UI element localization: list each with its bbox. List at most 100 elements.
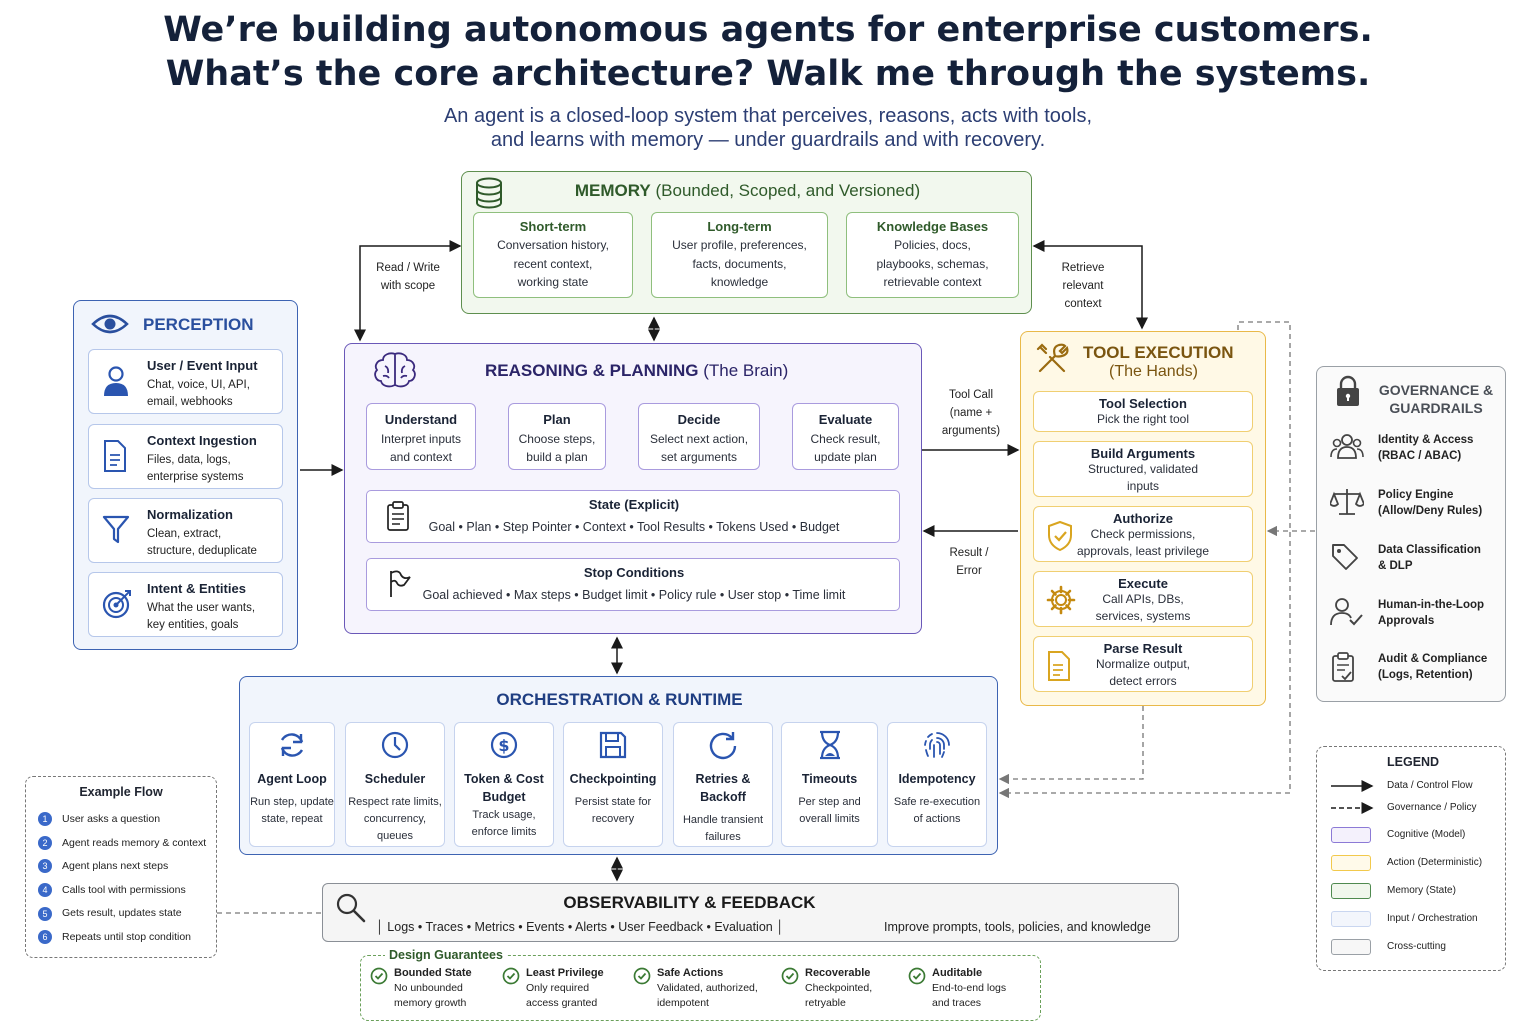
example-flow-panel: Example Flow [25,776,217,958]
flow-step-text: Repeats until stop condition [62,931,191,943]
orchestration-card-desc: Run step, update state, repeat [250,794,334,828]
stop-conditions-card: Stop Conditions Goal achieved • Max step… [366,558,900,611]
governance-title: GOVERNANCE &GUARDRAILS [1377,381,1495,417]
orchestration-card-line: Run step, update [250,796,334,808]
guarantee-line: idempotent [657,997,709,1009]
orchestration-card-line: Respect rate limits, [348,796,442,808]
legend-swatch [1331,939,1371,955]
legend-title: LEGEND [1387,755,1440,769]
tools-title: TOOL EXECUTION [1083,343,1234,362]
memory-card-line: working state [517,275,589,289]
tool-step-desc: Check permissions,approvals, least privi… [1034,526,1252,560]
perception-card-line: email, webhooks [147,396,233,408]
orchestration-card-line: state, repeat [261,813,323,825]
perception-card-line: What the user wants, [147,602,256,614]
tool-step-line: Normalize output, [1095,657,1191,671]
stop-title: Stop Conditions [583,565,685,580]
tool-step-title: Parse Result [1103,641,1183,656]
tool-step-line: inputs [1126,479,1160,493]
reasoning-step-line: build a plan [526,450,588,464]
guarantee-line: No unbounded [394,982,463,994]
orchestration-card-title: Retries & Backoff [695,772,751,804]
guarantee-title: Recoverable [805,967,871,979]
legend-item: Cross-cutting [1387,941,1446,952]
orchestration-card-line: concurrency, queues [363,813,427,842]
legend-swatch [1331,855,1371,871]
memory-card-title: Long-term [707,219,772,234]
tool-step-title: Authorize [1113,511,1173,526]
governance-item-line: Identity & Access [1378,434,1474,446]
state-items: Goal • Plan • Step Pointer • Context • T… [428,520,840,534]
reasoning-step-title: Plan [543,412,571,427]
governance-item: Identity & Access (RBAC / ABAC) [1378,432,1536,464]
perception-card-line: Files, data, logs, [147,454,231,466]
edge-tool-call-label: Tool Call(name +arguments) [930,386,1012,440]
memory-card-line: recent context, [513,256,593,271]
memory-card-line: playbooks, schemas, [876,256,989,271]
governance-item-line: & DLP [1378,560,1413,572]
guarantee-title: Bounded State [394,967,472,979]
guarantee-title: Safe Actions [657,967,724,979]
memory-card-line: User profile, preferences, [672,238,807,252]
reasoning-title-main: REASONING & PLANNING [485,361,699,380]
tool-step-line: approvals, least privilege [1076,544,1210,558]
check-circle-icon [633,967,651,990]
edge-rt-line3: context [1064,298,1102,310]
reasoning-step-line: and context [389,450,453,464]
memory-card-line: retrievable context [883,275,982,289]
database-icon [476,177,502,209]
people-icon [1330,432,1364,467]
tool-step-line: Structured, validated [1087,462,1199,476]
orchestration-card-title: Timeouts [801,772,858,786]
orchestration-card-title: Checkpointing [569,772,657,786]
flow-step-number: 6 [38,930,52,945]
legend-item: Data / Control Flow [1387,780,1473,791]
guarantee-line: access granted [526,997,598,1009]
edge-re-line1: Result / [949,547,989,559]
guarantee-line: End-to-end logs [932,982,1007,994]
perception-card-line: key entities, goals [147,619,239,631]
filter-icon [101,513,131,550]
memory-card-desc: Conversation history, recent context, work… [474,236,632,292]
flow-step-number: 2 [38,835,52,850]
governance-item-line: Audit & Compliance [1378,653,1488,665]
clock-icon [380,730,410,760]
governance-title-1: GOVERNANCE & [1378,382,1494,398]
guarantee-line: Only required [526,982,590,994]
perception-card-title: User / Event Input [147,358,258,373]
orchestration-card-title: Idempotency [898,772,976,786]
reasoning-step-line: Select next action, [649,432,749,446]
svg-text:$: $ [498,736,509,755]
memory-card-title: Short-term [519,219,587,234]
governance-item-line: (RBAC / ABAC) [1378,450,1462,462]
check-circle-icon [370,967,388,990]
perception-card-line: Chat, voice, UI, API, [147,379,250,391]
observability-panel: OBSERVABILITY & FEEDBACK │ Logs • Traces… [322,883,1179,942]
orchestration-card-line: Persist state for [574,796,652,808]
search-icon [336,893,366,923]
governance-item-line: (Allow/Deny Rules) [1378,505,1483,517]
save-icon [598,730,628,760]
guarantee-line: Validated, authorized, [657,982,758,994]
refresh-icon [277,730,307,760]
orchestration-card-line: recovery [591,813,635,825]
reasoning-step-desc: Choose steps,build a plan [509,430,605,466]
observability-items-text: Logs • Traces • Metrics • Events • Alert… [387,920,773,934]
memory-card-line: Conversation history, [497,238,609,252]
title-line1: We’re building autonomous agents for ent… [163,10,1373,50]
